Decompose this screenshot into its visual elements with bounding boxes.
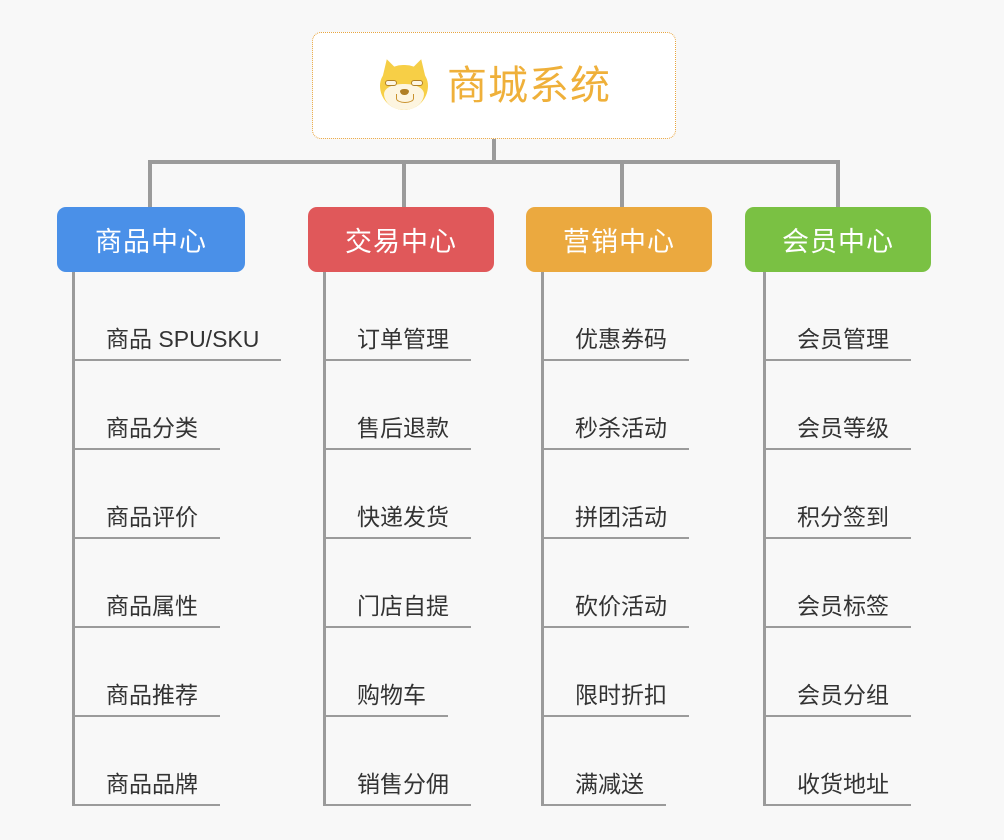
leaf-item-label: 收货地址 bbox=[766, 771, 911, 806]
leaf-item-label: 商品评价 bbox=[75, 504, 220, 539]
category-header-2[interactable]: 交易中心 bbox=[308, 207, 494, 272]
leaf-item-label: 积分签到 bbox=[766, 504, 911, 539]
subtree-spine-2 bbox=[323, 272, 326, 806]
leaf-item-label: 秒杀活动 bbox=[544, 415, 689, 450]
category-subtree-4: 会员管理会员等级积分签到会员标签会员分组收货地址 bbox=[763, 272, 931, 806]
leaf-item-label: 会员等级 bbox=[766, 415, 911, 450]
leaf-item[interactable]: 购物车 bbox=[323, 628, 494, 717]
subtree-spine-3 bbox=[541, 272, 544, 806]
connector-horizontal-bus bbox=[150, 160, 840, 164]
leaf-item[interactable]: 快递发货 bbox=[323, 450, 494, 539]
subtree-spine-4 bbox=[763, 272, 766, 806]
leaf-item[interactable]: 满减送 bbox=[541, 717, 712, 806]
leaf-item[interactable]: 商品推荐 bbox=[72, 628, 245, 717]
leaf-item[interactable]: 限时折扣 bbox=[541, 628, 712, 717]
leaf-item[interactable]: 商品 SPU/SKU bbox=[72, 272, 282, 361]
leaf-item[interactable]: 商品分类 bbox=[72, 361, 245, 450]
leaf-item[interactable]: 积分签到 bbox=[763, 450, 931, 539]
leaf-item-label: 商品分类 bbox=[75, 415, 220, 450]
leaf-item[interactable]: 商品属性 bbox=[72, 539, 245, 628]
leaf-item[interactable]: 收货地址 bbox=[763, 717, 931, 806]
leaf-item[interactable]: 门店自提 bbox=[323, 539, 494, 628]
leaf-item[interactable]: 订单管理 bbox=[323, 272, 494, 361]
leaf-item[interactable]: 售后退款 bbox=[323, 361, 494, 450]
leaf-item-label: 会员标签 bbox=[766, 593, 911, 628]
leaf-item-label: 会员分组 bbox=[766, 682, 911, 717]
connector-drop-1 bbox=[148, 160, 152, 208]
root-title: 商城系统 bbox=[447, 63, 611, 108]
subtree-spine-1 bbox=[72, 272, 75, 806]
leaf-item-label: 门店自提 bbox=[326, 593, 471, 628]
leaf-item-label: 限时折扣 bbox=[544, 682, 689, 717]
category-subtree-1: 商品 SPU/SKU 商品分类商品评价商品属性商品推荐商品品牌 bbox=[72, 272, 282, 806]
category-header-1[interactable]: 商品中心 bbox=[57, 207, 245, 272]
leaf-item-label: 砍价活动 bbox=[544, 593, 689, 628]
category-subtree-2: 订单管理售后退款快递发货门店自提购物车销售分佣 bbox=[323, 272, 494, 806]
leaf-item-label: 商品 SPU/SKU bbox=[75, 326, 282, 361]
leaf-item[interactable]: 砍价活动 bbox=[541, 539, 712, 628]
leaf-item-label: 商品推荐 bbox=[75, 682, 220, 717]
root-node[interactable]: 商城系统 bbox=[312, 32, 676, 139]
leaf-item-label: 销售分佣 bbox=[326, 771, 471, 806]
leaf-item-label: 满减送 bbox=[544, 771, 666, 806]
category-subtree-3: 优惠券码秒杀活动拼团活动砍价活动限时折扣满减送 bbox=[541, 272, 712, 806]
connector-root-stub bbox=[492, 139, 496, 162]
leaf-item[interactable]: 会员等级 bbox=[763, 361, 931, 450]
category-header-4[interactable]: 会员中心 bbox=[745, 207, 931, 272]
leaf-item-label: 会员管理 bbox=[766, 326, 911, 361]
leaf-item[interactable]: 会员分组 bbox=[763, 628, 931, 717]
leaf-item[interactable]: 拼团活动 bbox=[541, 450, 712, 539]
leaf-item-label: 商品属性 bbox=[75, 593, 220, 628]
leaf-item[interactable]: 会员管理 bbox=[763, 272, 931, 361]
category-column-1: 商品中心商品 SPU/SKU 商品分类商品评价商品属性商品推荐商品品牌 bbox=[57, 207, 282, 806]
leaf-item-label: 优惠券码 bbox=[544, 326, 689, 361]
leaf-item[interactable]: 会员标签 bbox=[763, 539, 931, 628]
leaf-item[interactable]: 商品品牌 bbox=[72, 717, 245, 806]
shiba-dog-face-icon bbox=[377, 56, 431, 113]
category-column-3: 营销中心优惠券码秒杀活动拼团活动砍价活动限时折扣满减送 bbox=[526, 207, 712, 806]
leaf-item-label: 商品品牌 bbox=[75, 771, 220, 806]
category-header-3[interactable]: 营销中心 bbox=[526, 207, 712, 272]
leaf-item-label: 快递发货 bbox=[326, 504, 471, 539]
leaf-item[interactable]: 销售分佣 bbox=[323, 717, 494, 806]
connector-drop-3 bbox=[620, 160, 624, 208]
leaf-item[interactable]: 商品评价 bbox=[72, 450, 245, 539]
leaf-item-label: 订单管理 bbox=[326, 326, 471, 361]
leaf-item-label: 售后退款 bbox=[326, 415, 471, 450]
connector-drop-4 bbox=[836, 160, 840, 208]
leaf-item[interactable]: 秒杀活动 bbox=[541, 361, 712, 450]
leaf-item[interactable]: 优惠券码 bbox=[541, 272, 712, 361]
leaf-item-label: 拼团活动 bbox=[544, 504, 689, 539]
leaf-item-label: 购物车 bbox=[326, 682, 448, 717]
category-column-2: 交易中心订单管理售后退款快递发货门店自提购物车销售分佣 bbox=[308, 207, 494, 806]
connector-drop-2 bbox=[402, 160, 406, 208]
category-column-4: 会员中心会员管理会员等级积分签到会员标签会员分组收货地址 bbox=[745, 207, 931, 806]
